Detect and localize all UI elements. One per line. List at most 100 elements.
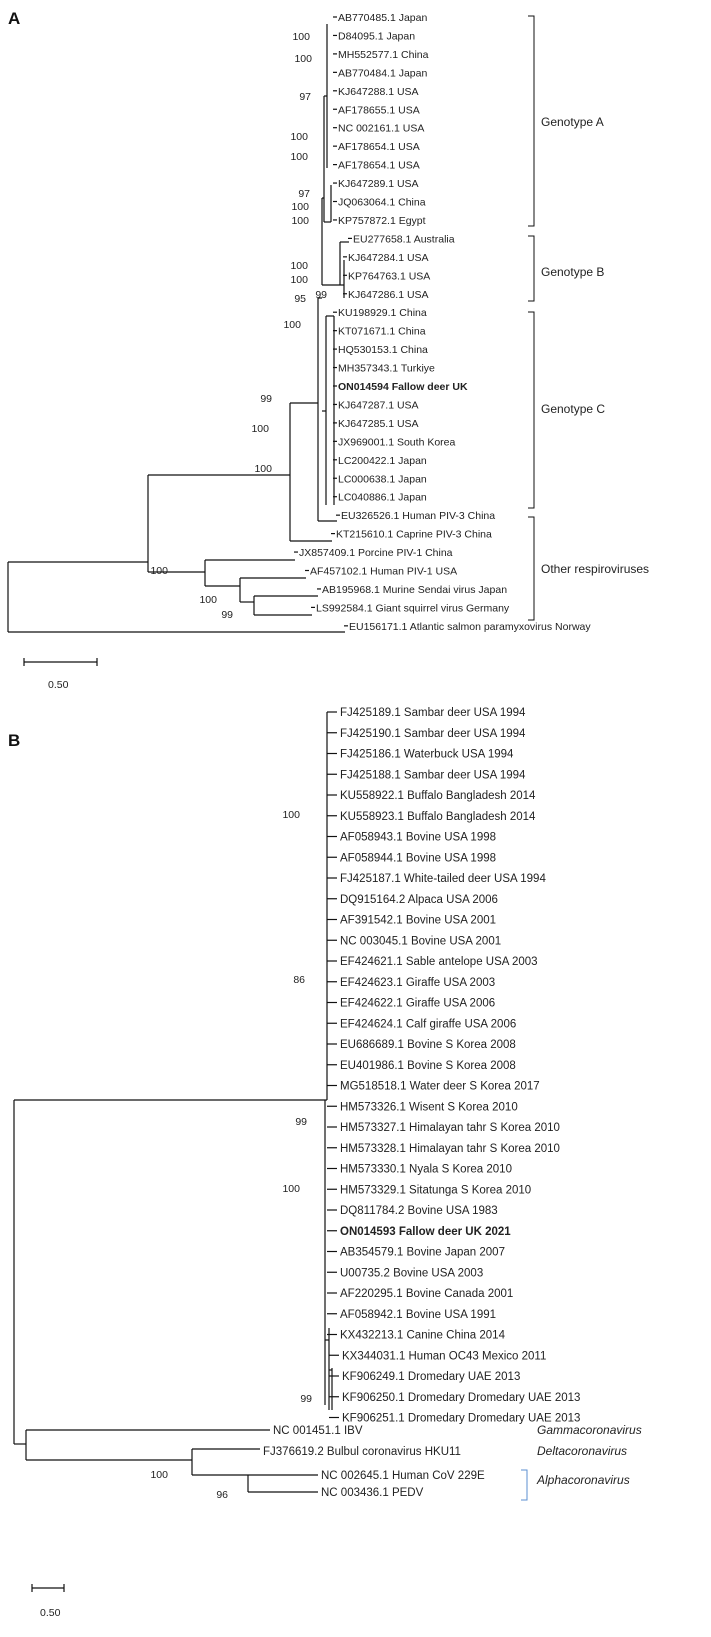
- leaf-label: FJ376619.2 Bulbul coronavirus HKU11: [263, 1446, 461, 1458]
- leaf-label: MH357343.1 Turkiye: [338, 363, 435, 375]
- leaf-label: AF178654.1 USA: [338, 141, 420, 153]
- leaf-label: EU401986.1 Bovine S Korea 2008: [340, 1060, 516, 1072]
- bootstrap-value: 86: [293, 974, 305, 986]
- leaf-label: KX344031.1 Human OC43 Mexico 2011: [342, 1350, 546, 1362]
- group-label-deltacoronavirus: Deltacoronavirus: [537, 1444, 627, 1458]
- leaf-label: KJ647285.1 USA: [338, 418, 419, 430]
- panel-a-bootstraps: 1001009710010097100100100100999510099100…: [150, 31, 327, 621]
- leaf-label: AB354579.1 Bovine Japan 2007: [340, 1247, 505, 1259]
- leaf-label: NC 001451.1 IBV: [273, 1425, 363, 1437]
- leaf-label: HM573326.1 Wisent S Korea 2010: [340, 1101, 518, 1113]
- leaf-label: AF457102.1 Human PIV-1 USA: [310, 566, 457, 578]
- leaf-label: KF906249.1 Dromedary UAE 2013: [342, 1371, 520, 1383]
- bootstrap-value: 96: [216, 1489, 228, 1501]
- panel-b-leaves: FJ425189.1 Sambar deer USA 1994FJ425190.…: [263, 707, 580, 1499]
- bootstrap-value: 95: [294, 293, 306, 305]
- leaf-label: AF178654.1 USA: [338, 160, 420, 172]
- leaf-label: ON014594 Fallow deer UK: [338, 381, 468, 393]
- panel-b-label: B: [8, 731, 20, 750]
- leaf-label: KF906251.1 Dromedary Dromedary UAE 2013: [342, 1413, 580, 1425]
- leaf-label: JX857409.1 Porcine PIV-1 China: [299, 547, 453, 559]
- bootstrap-value: 100: [283, 319, 301, 331]
- leaf-label: LC200422.1 Japan: [338, 455, 427, 467]
- panel-b: B FJ425189.1 Sambar deer USA: [8, 707, 642, 1619]
- bootstrap-value: 100: [290, 260, 308, 272]
- leaf-label: EF424624.1 Calf giraffe USA 2006: [340, 1018, 516, 1030]
- bootstrap-value: 99: [295, 1116, 307, 1128]
- leaf-label: NC 003045.1 Bovine USA 2001: [340, 935, 501, 947]
- panel-a: A: [7, 9, 649, 691]
- leaf-label: KT215610.1 Caprine PIV-3 China: [336, 529, 492, 541]
- leaf-label: JQ063064.1 China: [338, 197, 426, 209]
- leaf-label: LS992584.1 Giant squirrel virus Germany: [316, 602, 510, 614]
- leaf-label: AF058944.1 Bovine USA 1998: [340, 852, 496, 864]
- leaf-label: AF178655.1 USA: [338, 104, 420, 116]
- leaf-label: KJ647286.1 USA: [348, 289, 429, 301]
- bootstrap-value: 100: [254, 463, 272, 475]
- leaf-label: JX969001.1 South Korea: [338, 436, 456, 448]
- leaf-label: DQ915164.2 Alpaca USA 2006: [340, 894, 498, 906]
- bootstrap-value: 100: [150, 1469, 168, 1481]
- leaf-label: HM573328.1 Himalayan tahr S Korea 2010: [340, 1143, 560, 1155]
- leaf-label: FJ425188.1 Sambar deer USA 1994: [340, 769, 526, 781]
- panel-a-clade-brackets: [528, 15, 535, 621]
- bootstrap-value: 100: [290, 274, 308, 286]
- bootstrap-value: 99: [300, 1393, 312, 1405]
- leaf-label: HM573330.1 Nyala S Korea 2010: [340, 1164, 512, 1176]
- leaf-label: AB770485.1 Japan: [338, 12, 427, 24]
- group-label-genotype-b: Genotype B: [541, 265, 604, 279]
- leaf-label: MH552577.1 China: [338, 49, 429, 61]
- leaf-label: EF424622.1 Giraffe USA 2006: [340, 998, 495, 1010]
- leaf-label: KX432213.1 Canine China 2014: [340, 1330, 506, 1342]
- leaf-label: FJ425189.1 Sambar deer USA 1994: [340, 707, 526, 719]
- panel-a-branches: [7, 24, 349, 633]
- bootstrap-value: 97: [298, 188, 310, 200]
- leaf-label: KP757872.1 Egypt: [338, 215, 426, 227]
- leaf-label: KU558923.1 Buffalo Bangladesh 2014: [340, 811, 536, 823]
- bootstrap-value: 100: [290, 151, 308, 163]
- leaf-label: AF058943.1 Bovine USA 1998: [340, 832, 496, 844]
- leaf-label: KF906250.1 Dromedary Dromedary UAE 2013: [342, 1392, 580, 1404]
- leaf-label: AF220295.1 Bovine Canada 2001: [340, 1288, 513, 1300]
- leaf-label: LC000638.1 Japan: [338, 473, 427, 485]
- leaf-label: FJ425187.1 White-tailed deer USA 1994: [340, 873, 546, 885]
- bootstrap-value: 100: [294, 53, 312, 65]
- panel-a-label: A: [8, 9, 20, 28]
- leaf-label: AB770484.1 Japan: [338, 67, 427, 79]
- bootstrap-value: 99: [315, 289, 327, 301]
- leaf-label: HM573329.1 Sitatunga S Korea 2010: [340, 1184, 531, 1196]
- group-label-gammacoronavirus: Gammacoronavirus: [537, 1423, 642, 1437]
- leaf-label: DQ811784.2 Bovine USA 1983: [340, 1205, 498, 1217]
- panel-b-scale-label: 0.50: [40, 1607, 61, 1619]
- leaf-label: EF424621.1 Sable antelope USA 2003: [340, 956, 538, 968]
- bootstrap-value: 100: [291, 201, 309, 213]
- leaf-label: ON014593 Fallow deer UK 2021: [340, 1226, 511, 1238]
- leaf-label: KT071671.1 China: [338, 326, 426, 338]
- leaf-label: EU156171.1 Atlantic salmon paramyxovirus…: [349, 621, 591, 633]
- leaf-label: AB195968.1 Murine Sendai virus Japan: [322, 584, 507, 596]
- bootstrap-value: 100: [292, 31, 310, 43]
- leaf-label: EU686689.1 Bovine S Korea 2008: [340, 1039, 516, 1051]
- leaf-label: KU558922.1 Buffalo Bangladesh 2014: [340, 790, 536, 802]
- leaf-label: NC 002161.1 USA: [338, 123, 424, 135]
- leaf-label: HQ530153.1 China: [338, 344, 428, 356]
- leaf-label: AF391542.1 Bovine USA 2001: [340, 915, 496, 927]
- panel-b-scale-bar: [31, 1584, 65, 1592]
- bootstrap-value: 100: [199, 594, 217, 606]
- leaf-label: KJ647287.1 USA: [338, 399, 419, 411]
- leaf-label: MG518518.1 Water deer S Korea 2017: [340, 1081, 540, 1093]
- leaf-label: KJ647289.1 USA: [338, 178, 419, 190]
- panel-a-scale-label: 0.50: [48, 679, 69, 691]
- leaf-label: EU277658.1 Australia: [353, 233, 455, 245]
- leaf-label: NC 002645.1 Human CoV 229E: [321, 1470, 485, 1482]
- group-label-genotype-c: Genotype C: [541, 402, 605, 416]
- group-label-alphacoronavirus: Alphacoronavirus: [536, 1473, 630, 1487]
- alphacoronavirus-bracket: [521, 1469, 528, 1501]
- bootstrap-value: 100: [282, 809, 300, 821]
- leaf-label: KJ647284.1 USA: [348, 252, 429, 264]
- bootstrap-value: 100: [290, 131, 308, 143]
- bootstrap-value: 99: [260, 393, 272, 405]
- bootstrap-value: 99: [221, 609, 233, 621]
